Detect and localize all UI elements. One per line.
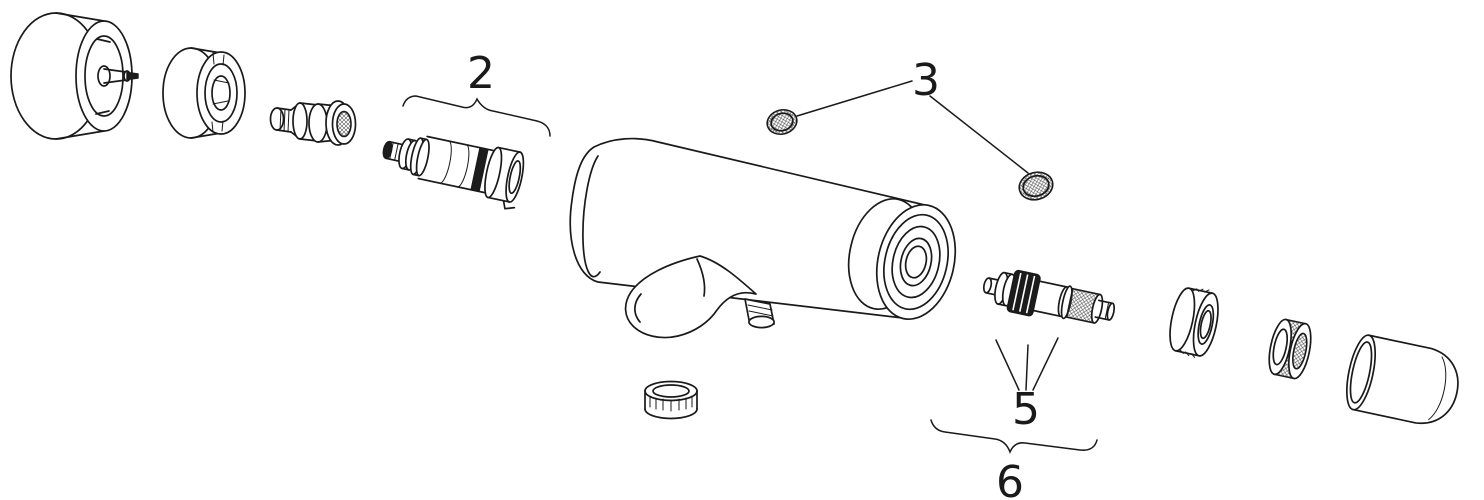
part-label-5: 5 <box>1012 384 1040 435</box>
end-cap <box>1346 334 1459 425</box>
part-label-6: 6 <box>996 457 1024 500</box>
bracket-2 <box>402 95 551 137</box>
valve-adapter <box>269 100 357 146</box>
outlet-stub <box>744 298 775 329</box>
callout-lines-5 <box>995 337 1059 391</box>
adapter-ring <box>162 47 246 139</box>
filter-screen-right <box>1018 171 1054 201</box>
handle-pin <box>126 71 139 81</box>
filter-screen-left <box>766 108 798 136</box>
knurled-ring <box>1268 318 1312 380</box>
check-valve-cartridge <box>982 269 1116 324</box>
callout-lines-3 <box>796 80 1029 174</box>
thermostatic-cartridge <box>382 135 525 210</box>
bracket-6 <box>930 419 1098 455</box>
part-label-2: 2 <box>467 48 495 99</box>
handle-cap <box>10 12 139 140</box>
part-label-3: 3 <box>912 55 940 106</box>
aerator-ring <box>644 380 698 420</box>
mounting-nut <box>1169 287 1219 358</box>
spout <box>624 255 757 339</box>
